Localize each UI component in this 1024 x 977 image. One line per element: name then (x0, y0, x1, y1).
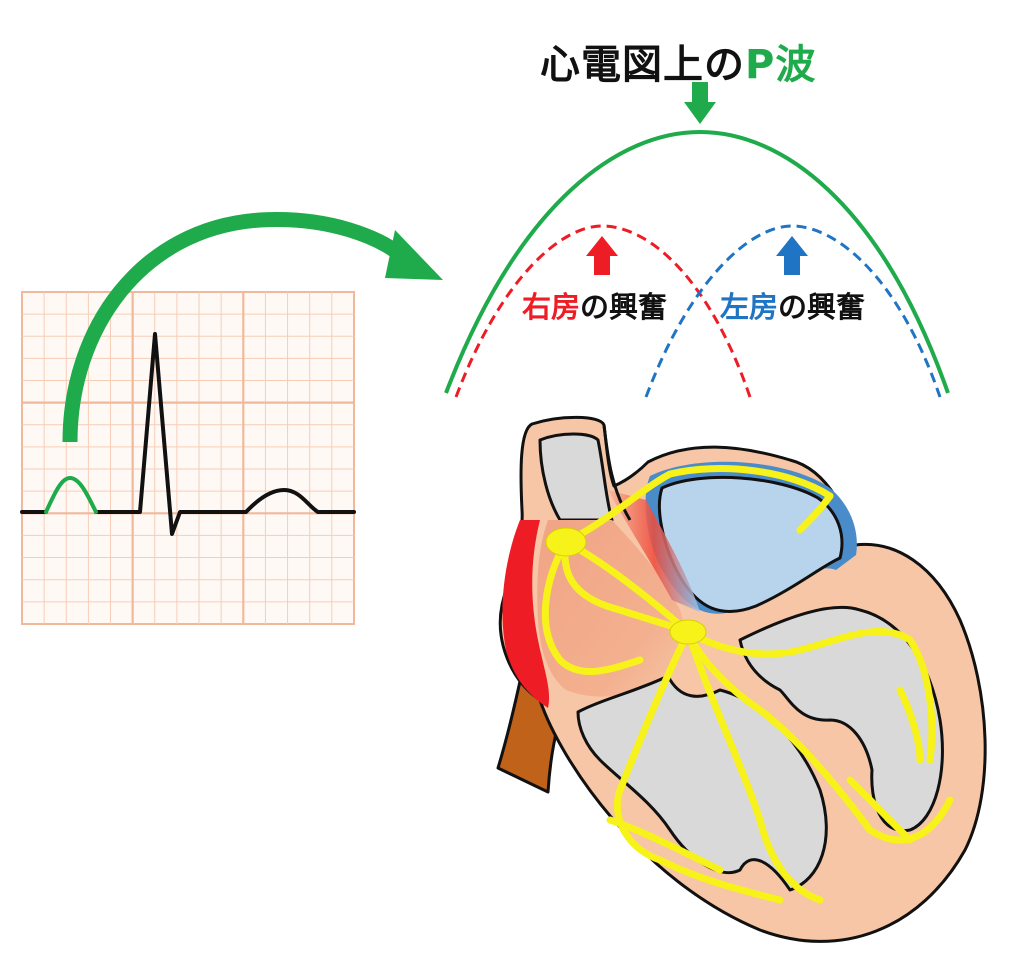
title-p-wave: P波 (745, 42, 817, 88)
right-atrium-label: 右房の興奮 (522, 284, 667, 326)
ecg-grid (21, 291, 355, 625)
av-node (669, 619, 707, 645)
heart-illustration (496, 415, 987, 943)
up-arrow-blue-icon (776, 236, 808, 275)
sa-node (545, 527, 587, 557)
left-atrium-label-rest: の興奮 (778, 290, 866, 324)
atrial-septum (608, 490, 700, 612)
vena-cava (538, 432, 614, 522)
ecg-trace (20, 332, 356, 536)
down-arrow-icon (684, 82, 716, 124)
left-atrium-label-colored: 左房 (720, 290, 779, 324)
left-atrium-curve (644, 224, 942, 398)
right-atrium-label-rest: の興奮 (580, 290, 668, 324)
right-atrium-curve (454, 224, 752, 398)
left-atrium-label: 左房の興奮 (720, 284, 865, 326)
up-arrow-red-icon (586, 236, 618, 275)
p-wave-total-curve (444, 129, 950, 394)
left-ventricle-chamber (738, 605, 944, 833)
right-atrium-wall (502, 520, 550, 708)
curved-arrow (62, 212, 443, 443)
right-atrium-label-colored: 右房 (522, 290, 581, 324)
ecg-waveform (20, 332, 356, 536)
ecg-p-wave-highlight (44, 475, 98, 514)
page-title: 心電図上のP波 (540, 32, 816, 90)
title-main: 心電図上の (540, 42, 745, 88)
p-wave-curves (444, 129, 950, 398)
